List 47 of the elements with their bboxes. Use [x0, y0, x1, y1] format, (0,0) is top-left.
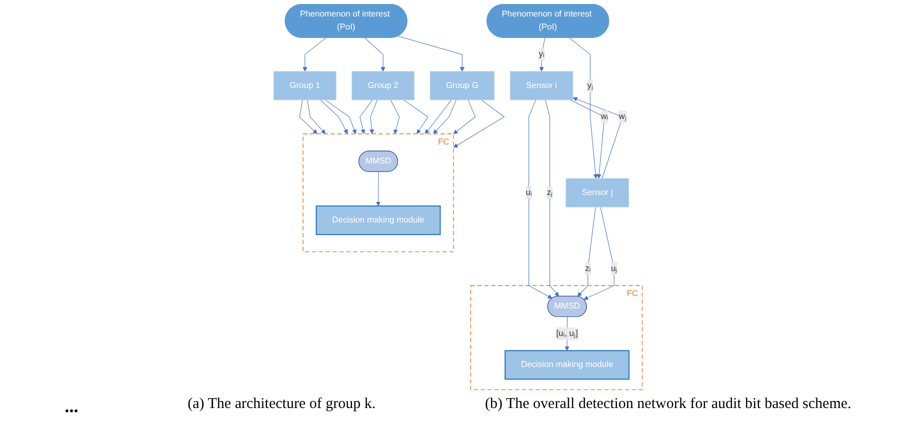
- edge-label: zᵢ: [585, 264, 591, 273]
- arrow: [360, 100, 373, 134]
- arrow: [577, 206, 596, 297]
- arrow: [424, 100, 452, 134]
- arrow: [545, 100, 559, 297]
- ellipsis-label: ...: [64, 396, 78, 417]
- arrow: [302, 38, 326, 72]
- arrow: [299, 100, 318, 134]
- caption: (a) The architecture of group k.: [188, 396, 376, 413]
- arrow: [453, 100, 505, 148]
- edge-label: yⱼ: [587, 80, 594, 90]
- cluster: [302, 133, 454, 252]
- node-box: [510, 71, 574, 100]
- arrow: [324, 100, 356, 134]
- node-box: [316, 205, 441, 236]
- node-box: [566, 178, 629, 208]
- arrow: [564, 316, 570, 351]
- arrow: [403, 100, 428, 134]
- arrow: [570, 100, 605, 179]
- node-box: [504, 350, 630, 380]
- arrow: [390, 100, 400, 134]
- edge-label: yᵢ: [538, 50, 544, 59]
- arrow: [376, 172, 381, 206]
- arrow: [453, 100, 476, 134]
- edge-label: uᵢ: [526, 188, 532, 197]
- edge-label: zⱼ: [546, 188, 553, 197]
- arrow: [398, 36, 465, 72]
- node-box: [352, 71, 414, 100]
- arrow: [320, 100, 348, 134]
- cluster: [470, 285, 643, 390]
- caption: (b) The overall detection network for audit bit based scheme.: [485, 396, 852, 413]
- arrow: [568, 38, 598, 179]
- arrow: [539, 38, 546, 72]
- arrow: [528, 100, 552, 299]
- arrow: [307, 100, 326, 134]
- edge-label: [uᵢ, uⱼ]: [556, 328, 578, 338]
- arrow: [369, 100, 378, 134]
- flowchart-diagram: FC yᵢ yⱼ wᵢ wⱼ uᵢ zⱼ zᵢ uⱼ [uᵢ, uⱼ] FC MMSD Decision making module Phenomenon of interest (PoI) Sensor i Sensor j MMSD Decision making module Phenomenon of interest (PoI) Group 1 Group 2 Group G: [0, 0, 916, 394]
- arrow: [433, 100, 456, 134]
- node-box: [274, 71, 336, 100]
- arrow: [364, 38, 386, 72]
- arrow: [584, 206, 614, 300]
- arrow: [572, 97, 623, 179]
- edge-label: uⱼ: [610, 264, 618, 273]
- edge-label: wⱼ: [618, 112, 626, 122]
- edge-label: wᵢ: [600, 112, 608, 122]
- node-box: [430, 71, 495, 100]
